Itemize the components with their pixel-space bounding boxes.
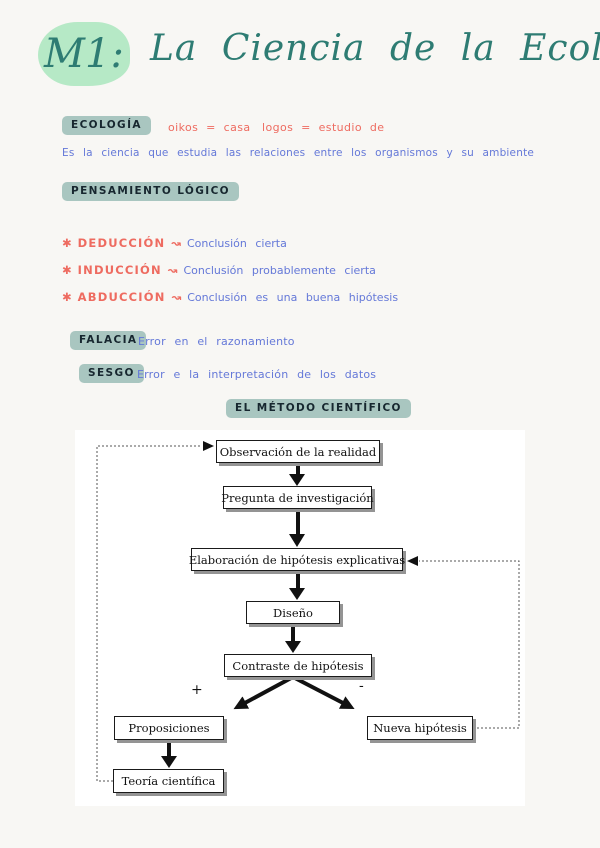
etymology-oikos: oikos = casa — [168, 121, 251, 134]
flow-node-contraste: Contraste de hipótesis — [224, 654, 372, 677]
etymology-logos: logos = estudio de — [262, 121, 385, 134]
desc-abduccion: Conclusión es una buena hipótesis — [187, 291, 399, 304]
flow-node-proposiciones: Proposiciones — [114, 716, 224, 740]
flow-node-pregunta: Pregunta de investigación — [221, 486, 374, 509]
badge-metodo-cientifico: EL MÉTODO CIENTÍFICO — [226, 399, 411, 418]
badge-falacia: FALACIA — [70, 331, 147, 350]
asterisk-bullet-icon: ✱ — [62, 236, 72, 250]
squiggle-arrow-icon: ↝ — [171, 236, 181, 250]
title-prefix: M1: — [44, 31, 124, 77]
sesgo-description: Error e la interpretación de los datos — [137, 368, 377, 381]
page-title: La Ciencia de la Ecología — [150, 28, 600, 69]
desc-induccion: Conclusión probablemente cierta — [183, 264, 376, 277]
flow-node-teoria-cientifica: Teoría científica — [113, 769, 224, 793]
squiggle-arrow-icon: ↝ — [167, 263, 178, 277]
scientific-method-flowchart: Observación de la realidad Pregunta de i… — [75, 430, 525, 806]
list-item-induccion: ✱ INDUCCIÓN ↝ Conclusión probablemente cier… — [62, 263, 376, 277]
flow-node-observacion: Observación de la realidad — [216, 440, 380, 463]
falacia-description: Error en el razonamiento — [138, 335, 295, 348]
badge-sesgo: SESGO — [79, 364, 144, 383]
plus-branch-label: + — [191, 682, 203, 698]
list-item-abduccion: ✱ ABDUCCIÓN ↝ Conclusión es una buena hipót… — [62, 290, 398, 304]
flow-node-diseno: Diseño — [246, 601, 340, 624]
asterisk-bullet-icon: ✱ — [62, 263, 72, 277]
minus-branch-label: - — [359, 678, 364, 694]
term-deduccion: DEDUCCIÓN — [77, 236, 166, 250]
title-highlight-blob: M1: — [38, 22, 130, 86]
squiggle-arrow-icon: ↝ — [171, 290, 182, 304]
ecologia-definition: Es la ciencia que estudia las relaciones… — [62, 147, 535, 159]
flow-node-nueva-hipotesis: Nueva hipótesis — [367, 716, 473, 740]
term-induccion: INDUCCIÓN — [77, 263, 162, 277]
term-abduccion: ABDUCCIÓN — [77, 290, 166, 304]
desc-deduccion: Conclusión cierta — [186, 237, 287, 250]
badge-pensamiento-logico: PENSAMIENTO LÓGICO — [62, 182, 240, 201]
flowchart-connectors — [96, 441, 520, 782]
asterisk-bullet-icon: ✱ — [62, 290, 72, 304]
list-item-deduccion: ✱ DEDUCCIÓN ↝ Conclusión cierta — [62, 236, 287, 250]
badge-ecologia: ECOLOGÍA — [62, 116, 151, 135]
flow-node-elaboracion-hipotesis: Elaboración de hipótesis explicativas — [189, 548, 405, 571]
